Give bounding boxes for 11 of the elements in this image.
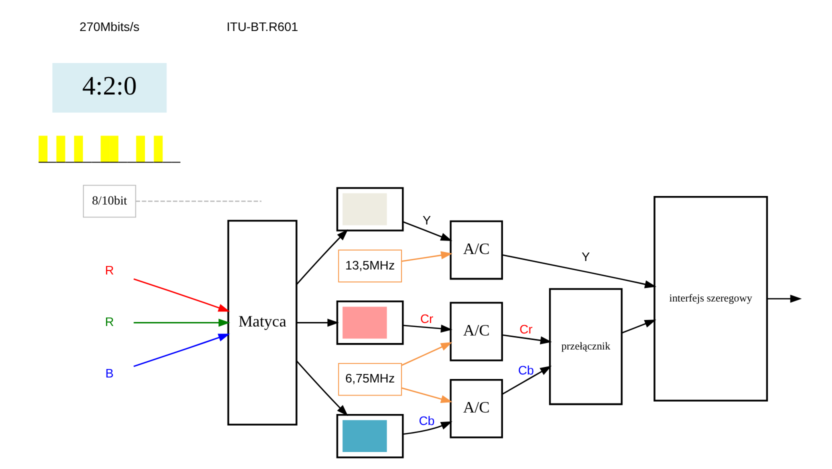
edge-label: Y	[582, 250, 590, 264]
node-text: R	[105, 264, 114, 278]
edge-label: Cb	[418, 414, 435, 428]
node-text: R	[105, 314, 114, 329]
edge-label: Cb	[518, 363, 534, 378]
edge-label: Y	[422, 213, 431, 228]
label: ITU-BT.R601	[226, 20, 298, 34]
edge-label: Cr	[519, 322, 533, 336]
edge-label: Cr	[420, 312, 434, 326]
label: 270Mbits/s	[80, 20, 140, 34]
node-text: B	[105, 366, 114, 380]
